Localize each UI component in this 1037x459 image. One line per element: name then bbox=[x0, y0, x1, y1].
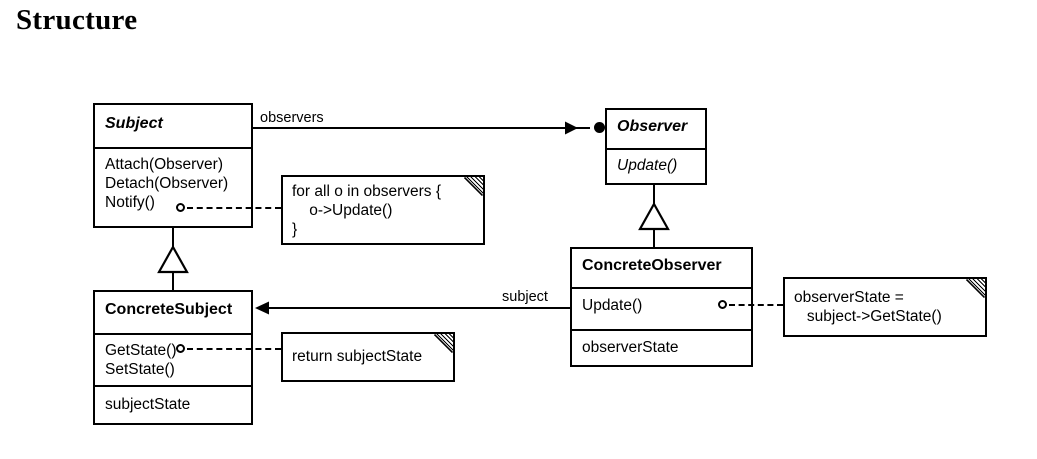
class-name-compartment-observer: Observer bbox=[607, 110, 705, 148]
note-link-notify bbox=[187, 207, 281, 209]
operation-getstate: GetState() bbox=[105, 342, 177, 359]
class-name-compartment-concrete-subject: ConcreteSubject bbox=[95, 292, 251, 333]
page-title: Structure bbox=[16, 4, 138, 36]
class-name-subject: Subject bbox=[105, 115, 163, 132]
operations-compartment-concrete-observer: Update() bbox=[572, 287, 751, 329]
note-link-update bbox=[729, 304, 783, 306]
operations-compartment-subject: Attach(Observer) Detach(Observer) Notify… bbox=[95, 147, 251, 228]
class-name-observer: Observer bbox=[617, 118, 688, 135]
association-line-subject-observer bbox=[253, 127, 590, 129]
class-name-concrete-subject: ConcreteSubject bbox=[105, 301, 233, 318]
association-line-observer-subject bbox=[268, 307, 570, 309]
operation-detach: Detach(Observer) bbox=[105, 175, 229, 192]
generalization-stem-upper-observer bbox=[653, 185, 655, 205]
arrowhead-to-concrete-subject bbox=[253, 300, 270, 316]
attribute-subject-state: subjectState bbox=[105, 396, 191, 413]
note-link-getstate bbox=[187, 348, 281, 350]
operation-notify: Notify() bbox=[105, 194, 155, 211]
generalization-stem-lower-observer bbox=[653, 228, 655, 248]
class-box-subject[interactable]: Subject Attach(Observer) Detach(Observer… bbox=[93, 103, 253, 228]
note-getstate-body[interactable]: return subjectState bbox=[281, 332, 455, 382]
note-notify-body[interactable]: for all o in observers { o->Update() } bbox=[281, 175, 485, 245]
note-notify-text: for all o in observers { o->Update() } bbox=[292, 183, 442, 238]
note-update-text: observerState = subject->GetState() bbox=[794, 289, 942, 325]
generalization-stem-upper-subject bbox=[172, 228, 174, 248]
arrowhead-to-observer bbox=[565, 120, 581, 136]
class-name-compartment-concrete-observer: ConcreteObserver bbox=[572, 249, 751, 287]
attributes-compartment-concrete-observer: observerState bbox=[572, 329, 751, 369]
class-name-compartment-subject: Subject bbox=[95, 105, 251, 147]
operations-compartment-concrete-subject: GetState() SetState() bbox=[95, 333, 251, 385]
note-anchor-notify bbox=[176, 203, 185, 212]
note-anchor-getstate bbox=[176, 344, 185, 353]
generalization-stem-lower-subject bbox=[172, 271, 174, 291]
note-anchor-update bbox=[718, 300, 727, 309]
operation-setstate: SetState() bbox=[105, 361, 175, 378]
association-label-observers: observers bbox=[258, 110, 326, 126]
association-label-subject: subject bbox=[500, 289, 550, 305]
note-update-body[interactable]: observerState = subject->GetState() bbox=[783, 277, 987, 337]
operation-attach: Attach(Observer) bbox=[105, 156, 224, 173]
operation-update-abstract: Update() bbox=[617, 157, 678, 174]
attributes-compartment-concrete-subject: subjectState bbox=[95, 385, 251, 427]
note-getstate-text: return subjectState bbox=[292, 348, 423, 365]
multiplicity-ball-observers bbox=[594, 122, 605, 133]
class-name-concrete-observer: ConcreteObserver bbox=[582, 257, 722, 274]
operations-compartment-observer: Update() bbox=[607, 148, 705, 185]
class-box-observer[interactable]: Observer Update() bbox=[605, 108, 707, 185]
operation-update: Update() bbox=[582, 297, 643, 314]
class-box-concrete-subject[interactable]: ConcreteSubject GetState() SetState() su… bbox=[93, 290, 253, 425]
attribute-observer-state: observerState bbox=[582, 339, 679, 356]
